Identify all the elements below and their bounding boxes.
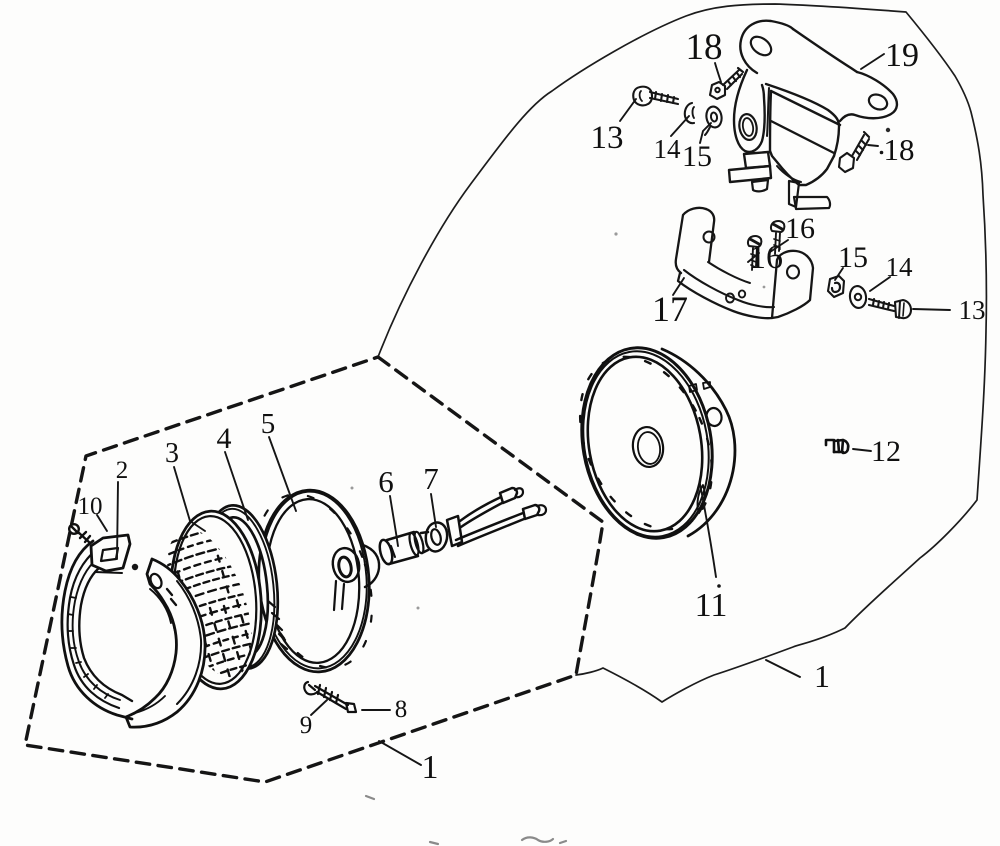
svg-text:4: 4 bbox=[217, 422, 232, 455]
svg-text:16: 16 bbox=[785, 212, 815, 245]
svg-text:14: 14 bbox=[886, 252, 914, 282]
svg-text:18: 18 bbox=[884, 132, 915, 167]
svg-text:8: 8 bbox=[395, 696, 408, 723]
svg-text:1: 1 bbox=[814, 658, 830, 694]
svg-text:13: 13 bbox=[591, 120, 624, 156]
svg-text:9: 9 bbox=[300, 712, 313, 739]
svg-text:1: 1 bbox=[422, 749, 439, 786]
svg-text:2: 2 bbox=[116, 457, 129, 484]
svg-text:12: 12 bbox=[871, 435, 901, 468]
svg-text:11: 11 bbox=[695, 587, 728, 624]
svg-text:15: 15 bbox=[838, 241, 868, 274]
svg-text:3: 3 bbox=[165, 438, 179, 469]
svg-text:17: 17 bbox=[652, 289, 688, 329]
svg-text:5: 5 bbox=[261, 408, 276, 440]
svg-text:14: 14 bbox=[654, 134, 682, 164]
svg-text:6: 6 bbox=[378, 464, 394, 499]
svg-text:16: 16 bbox=[749, 239, 783, 276]
svg-text:15: 15 bbox=[682, 140, 712, 173]
svg-text:7: 7 bbox=[423, 461, 439, 496]
svg-text:10: 10 bbox=[78, 493, 103, 520]
svg-text:13: 13 bbox=[959, 295, 986, 325]
svg-text:18: 18 bbox=[686, 27, 723, 68]
svg-text:19: 19 bbox=[885, 37, 919, 74]
